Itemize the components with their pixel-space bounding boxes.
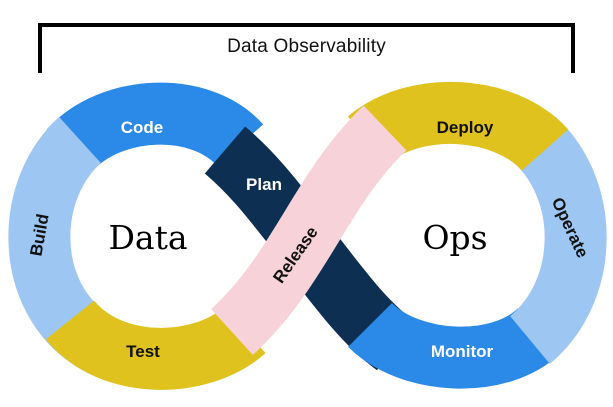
stage-operate-band: [508, 117, 607, 364]
stage-label-monitor: Monitor: [431, 342, 494, 361]
stage-monitor-band: [348, 301, 562, 389]
stage-build-band: [8, 117, 106, 360]
stage-deploy-band: [347, 81, 569, 173]
stage-label-code: Code: [121, 118, 164, 137]
stage-label-deploy: Deploy: [437, 118, 494, 137]
stage-test-band: [45, 299, 266, 390]
stage-code-band: [46, 82, 264, 173]
stage-label-plan: Plan: [246, 175, 282, 194]
stage-label-test: Test: [126, 342, 160, 361]
diagram-title: Data Observability: [227, 36, 386, 57]
lobe-label-ops: Ops: [422, 218, 487, 257]
stage-release-band: [210, 105, 407, 355]
lobe-label-data: Data: [108, 218, 187, 257]
observability-bracket: [38, 23, 575, 73]
